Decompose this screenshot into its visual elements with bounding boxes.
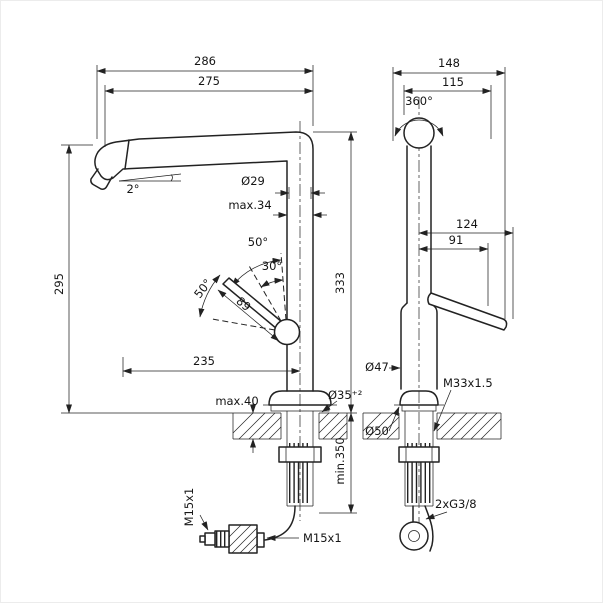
mounting-nut-front bbox=[398, 446, 440, 463]
dim-label-148: 148 bbox=[438, 56, 460, 70]
max40-label: max.40 bbox=[215, 394, 258, 408]
dia-label-35: Ø35⁺² bbox=[328, 388, 362, 402]
dia-label-50: Ø50 bbox=[365, 424, 389, 438]
dimension-lines-left bbox=[61, 65, 357, 541]
right-view: 148 115 360° 124 91 Ø47 M33x1.5 Ø50 2xG3… bbox=[362, 56, 514, 553]
m33-label: M33x1.5 bbox=[443, 376, 493, 390]
dia-label-29: Ø29 bbox=[241, 174, 265, 188]
mounting-base-right bbox=[362, 390, 502, 507]
pullout-hose-assembly bbox=[199, 505, 296, 554]
supply-hoses bbox=[399, 505, 434, 552]
m15x1-horizontal-label: M15x1 bbox=[303, 531, 342, 545]
faucet-side-profile bbox=[90, 131, 314, 392]
handle-swing-diagram bbox=[198, 252, 301, 346]
max34-label: max.34 bbox=[228, 198, 271, 212]
escutcheon-front bbox=[399, 390, 439, 406]
mounting-nut bbox=[278, 446, 322, 463]
dim-label-91: 91 bbox=[449, 233, 464, 247]
left-view: 286 275 2° Ø29 max.34 50° 30° 50° 89 295… bbox=[52, 54, 362, 554]
dim-label-115: 115 bbox=[442, 75, 464, 89]
angle-label-50-lower: 50° bbox=[191, 276, 215, 301]
angle-label-50-upper: 50° bbox=[248, 235, 268, 249]
min350-label: min.350 bbox=[333, 437, 347, 484]
handle-length-dim-line bbox=[217, 289, 280, 342]
spout-angle-annotation bbox=[118, 173, 182, 182]
hose-weight-body bbox=[228, 524, 258, 554]
faucet-front-profile bbox=[394, 117, 508, 390]
hose-end-fitting bbox=[256, 532, 265, 548]
dim-label-235: 235 bbox=[193, 354, 215, 368]
angle-label-2: 2° bbox=[126, 182, 139, 196]
angle-label-360: 360° bbox=[405, 94, 433, 108]
spray-head-joint bbox=[124, 139, 130, 170]
dim-label-124: 124 bbox=[456, 217, 478, 231]
m15x1-vertical-label: M15x1 bbox=[182, 488, 196, 527]
dim-label-295: 295 bbox=[52, 273, 66, 295]
rotation-arc bbox=[394, 119, 444, 137]
hose-thread-tip bbox=[204, 532, 216, 546]
handle-lever-front bbox=[427, 292, 508, 331]
g38-label: 2xG3/8 bbox=[435, 497, 477, 511]
escutcheon bbox=[268, 390, 332, 406]
dim-label-333: 333 bbox=[333, 272, 347, 294]
hose-coil bbox=[399, 521, 429, 551]
mounting-base-left bbox=[232, 390, 348, 507]
dim-label-275: 275 bbox=[198, 74, 220, 88]
spray-nozzle bbox=[90, 168, 113, 190]
dia-label-47: Ø47 bbox=[365, 360, 389, 374]
dim-label-286: 286 bbox=[194, 54, 216, 68]
dimension-lines-right bbox=[388, 67, 514, 520]
angle-label-30: 30° bbox=[262, 259, 282, 273]
